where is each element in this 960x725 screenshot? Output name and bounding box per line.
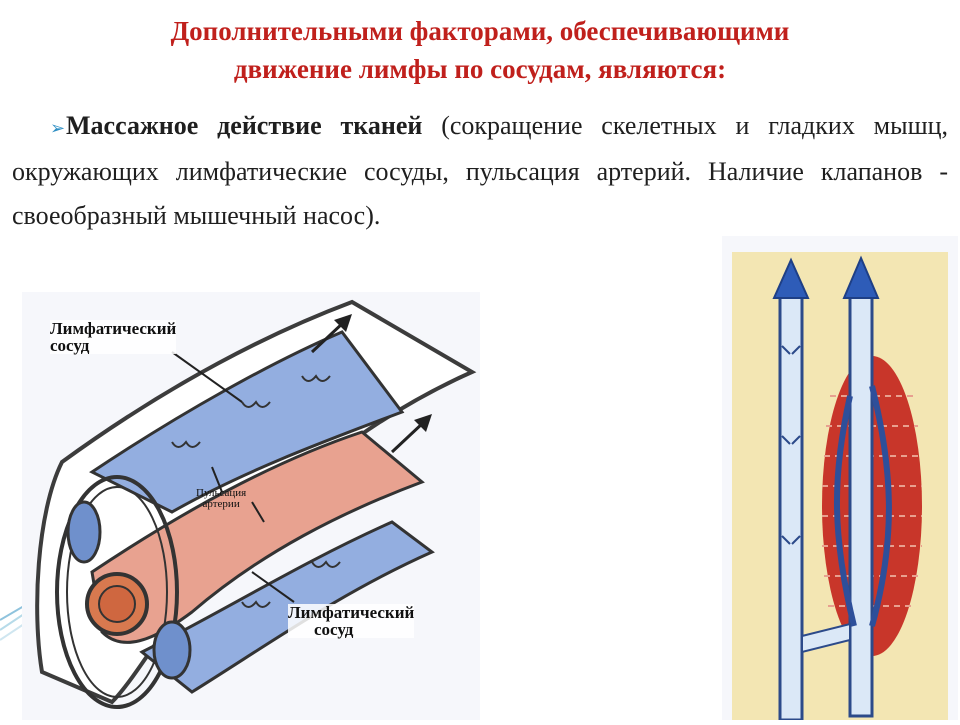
- label-bottom-line-1: Лимфатический: [288, 603, 415, 622]
- label-artery-pulsation: Пульсация артерии: [196, 488, 246, 510]
- label-bottom-line-2: сосуд: [314, 620, 354, 639]
- bullet-bold-text: Массажное действие тканей: [66, 111, 423, 140]
- label-top-line-2: сосуд: [50, 336, 90, 355]
- bullet-paragraph: ➢Массажное действие тканей (сокращение с…: [12, 104, 948, 238]
- decorative-lines: [0, 605, 24, 641]
- label-center-line-2: артерии: [202, 498, 240, 510]
- lymph-artery-figure: Лимфатический сосуд Лимфатический сосуд …: [22, 292, 480, 720]
- muscle-pump-drawing: [722, 236, 958, 722]
- muscle-pump-figure: [722, 236, 958, 722]
- label-center-line-1: Пульсация: [196, 487, 247, 499]
- label-lymph-vessel-bottom: Лимфатический сосуд: [288, 603, 415, 639]
- label-lymph-vessel-top: Лимфатический сосуд: [50, 319, 177, 355]
- bullet-arrow-icon: ➢: [50, 118, 66, 138]
- lymph-artery-drawing: [22, 292, 480, 720]
- slide-title: Дополнительными факторами, обеспечивающи…: [40, 12, 920, 88]
- title-line-2: движение лимфы по сосудам, являются:: [233, 54, 727, 84]
- bullet-rest-text: (сокращение скелетных и гладких мышц, ок…: [12, 111, 948, 230]
- label-top-line-1: Лимфатический: [50, 319, 177, 338]
- title-line-1: Дополнительными факторами, обеспечивающи…: [170, 16, 790, 46]
